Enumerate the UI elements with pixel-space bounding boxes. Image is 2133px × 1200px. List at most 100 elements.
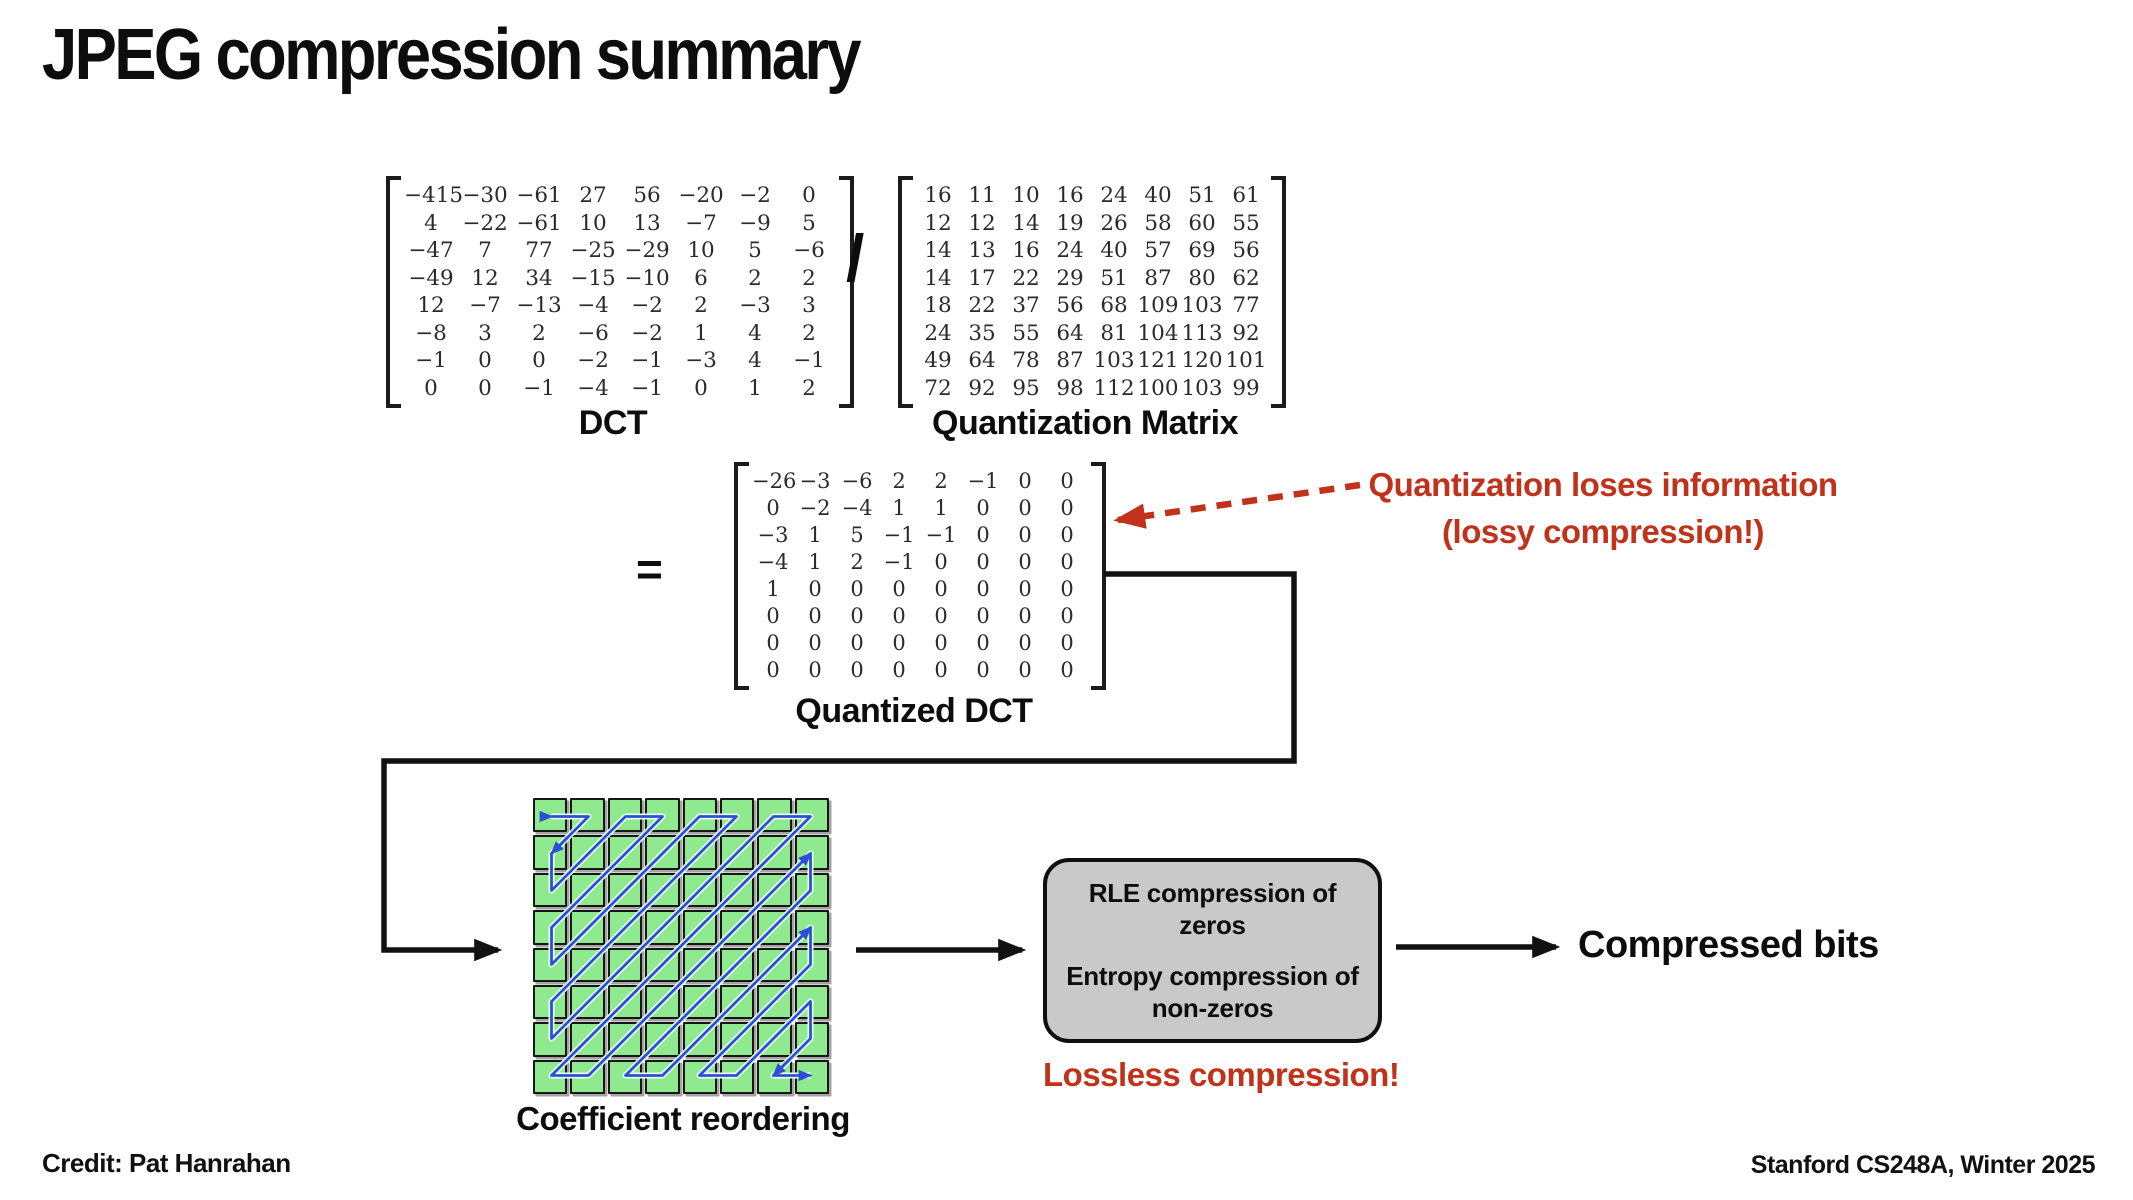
matrix-cell: 49 xyxy=(924,348,952,373)
zigzag-cell xyxy=(682,1022,717,1057)
divide-operator: / xyxy=(846,221,865,295)
matrix-cell: −4 xyxy=(841,496,873,520)
matrix-cell: 81 xyxy=(1100,320,1128,346)
matrix-cell: 26 xyxy=(1100,210,1128,236)
zigzag-cell xyxy=(682,984,717,1020)
zigzag-cell xyxy=(794,1059,829,1094)
matrix-bracket-right xyxy=(1091,462,1106,690)
matrix-cell: 5 xyxy=(850,523,864,547)
matrix-cell: 58 xyxy=(1144,210,1172,236)
coefficient-reordering-label: Coefficient reordering xyxy=(516,1100,850,1137)
zigzag-cell xyxy=(533,984,568,1020)
zigzag-cell xyxy=(682,798,717,833)
matrix-cell: 4 xyxy=(424,210,438,236)
matrix-cell: −47 xyxy=(408,238,454,263)
matrix-cell: 0 xyxy=(1018,550,1032,574)
matrix-cell: 0 xyxy=(976,604,990,628)
zigzag-cell xyxy=(682,947,717,982)
matrix-cell: 14 xyxy=(924,265,952,291)
matrix-cell: 35 xyxy=(968,320,996,346)
matrix-cell: −3 xyxy=(757,523,789,547)
matrix-cell: 1 xyxy=(808,550,822,574)
matrix-cell: 16 xyxy=(924,183,952,208)
zigzag-cell xyxy=(757,798,792,833)
matrix-cell: 0 xyxy=(1060,577,1074,601)
matrix-bracket-right xyxy=(839,176,854,408)
matrix-cell: 16 xyxy=(1056,183,1084,208)
matrix-cell: 0 xyxy=(850,577,864,601)
matrix-cell: −1 xyxy=(967,469,999,493)
matrix-cell: 0 xyxy=(1060,658,1074,682)
quantization-label: Quantization Matrix xyxy=(932,404,1238,442)
coefficient-reordering-grid xyxy=(533,798,829,1094)
matrix-cell: 2 xyxy=(802,265,816,291)
matrix-cell: 11 xyxy=(968,183,996,208)
matrix-cell: 109 xyxy=(1137,293,1179,318)
zigzag-cell xyxy=(757,835,792,870)
zigzag-cell xyxy=(757,910,792,945)
zigzag-cell xyxy=(682,872,717,908)
matrix-cell: 1 xyxy=(694,320,708,346)
zigzag-cell xyxy=(794,984,829,1020)
zigzag-cell xyxy=(533,835,568,870)
matrix-cell: 10 xyxy=(579,210,607,236)
matrix-cell: 0 xyxy=(1018,577,1032,601)
zigzag-cell xyxy=(607,835,643,870)
matrix-cell: 0 xyxy=(976,631,990,655)
matrix-cell: −61 xyxy=(516,183,562,208)
matrix-cell: −1 xyxy=(883,523,915,547)
matrix-cell: 121 xyxy=(1137,348,1179,373)
matrix-cell: −1 xyxy=(793,348,825,373)
matrix-cell: 99 xyxy=(1232,375,1260,401)
matrix-cell: 98 xyxy=(1056,375,1084,401)
zigzag-cell xyxy=(719,835,755,870)
matrix-cell: 2 xyxy=(934,469,948,493)
rle-box-line1: RLE compression of zeros xyxy=(1088,877,1337,941)
zigzag-cell xyxy=(645,910,680,945)
zigzag-cell xyxy=(794,835,829,870)
matrix-cell: 0 xyxy=(1060,523,1074,547)
matrix-cell: 0 xyxy=(850,658,864,682)
matrix-cell: −1 xyxy=(415,348,447,373)
dct-label: DCT xyxy=(578,404,648,442)
matrix-cell: −6 xyxy=(577,320,609,346)
matrix-cell: 56 xyxy=(1232,238,1260,263)
matrix-cell: 40 xyxy=(1144,183,1172,208)
matrix-cell: 40 xyxy=(1100,238,1128,263)
zigzag-cell xyxy=(757,1022,792,1057)
matrix-cell: 29 xyxy=(1056,265,1084,291)
zigzag-cell xyxy=(607,984,643,1020)
matrix-cell: 2 xyxy=(892,469,906,493)
matrix-cell: 112 xyxy=(1093,375,1135,401)
matrix-cell: 61 xyxy=(1232,183,1260,208)
matrix-cell: 87 xyxy=(1056,348,1084,373)
matrix-cell: 0 xyxy=(976,523,990,547)
matrix-cell: 10 xyxy=(1012,183,1040,208)
matrix-cell: 0 xyxy=(934,550,948,574)
matrix-cell: 13 xyxy=(633,210,661,236)
matrix-cell: 103 xyxy=(1181,375,1223,401)
matrix-cell: −2 xyxy=(577,348,609,373)
matrix-cell: 64 xyxy=(1056,320,1084,346)
zigzag-cell xyxy=(719,947,755,982)
zigzag-cell xyxy=(719,798,755,833)
matrix-cell: −3 xyxy=(799,469,831,493)
rle-box-line2: Entropy compression of non-zeros xyxy=(1066,960,1359,1024)
matrix-cell: 77 xyxy=(525,238,553,263)
matrix-cell: 0 xyxy=(766,604,780,628)
zigzag-cell xyxy=(533,872,568,908)
matrix-cell: 92 xyxy=(968,375,996,401)
matrix-cell: 5 xyxy=(802,210,816,236)
matrix-cell: 2 xyxy=(850,550,864,574)
lossless-annotation: Lossless compression! xyxy=(1043,1056,1400,1093)
matrix-cell: −30 xyxy=(462,183,508,208)
matrix-bracket-left xyxy=(386,176,401,408)
matrix-cell: 16 xyxy=(1012,238,1040,263)
matrix-cell: −20 xyxy=(678,183,724,208)
lossy-dashed-arrow xyxy=(1113,481,1361,529)
matrix-cell: 0 xyxy=(1018,631,1032,655)
matrix-cell: 0 xyxy=(1018,469,1032,493)
matrix-cell: 0 xyxy=(766,658,780,682)
matrix-cell: 0 xyxy=(934,658,948,682)
